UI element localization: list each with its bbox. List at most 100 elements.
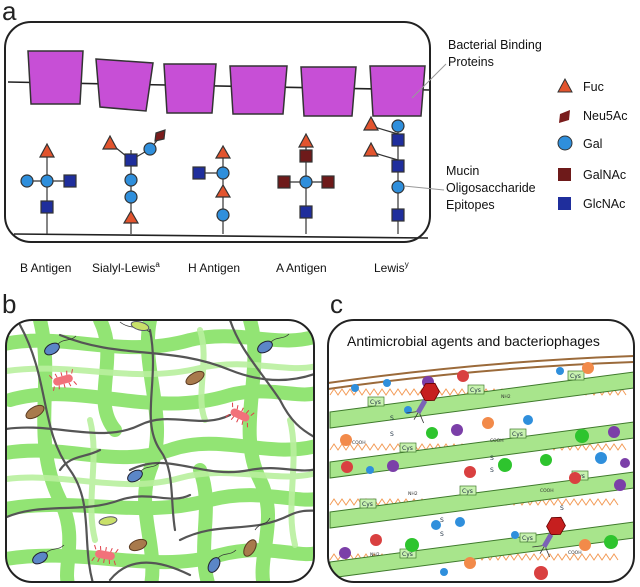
bacterium-icon bbox=[32, 551, 48, 565]
gal-icon bbox=[20, 174, 34, 188]
glcnac-icon bbox=[124, 153, 138, 167]
gal-icon bbox=[124, 190, 138, 204]
fuc-icon bbox=[214, 183, 232, 198]
fuc-icon bbox=[297, 132, 315, 148]
fuc-icon bbox=[38, 142, 56, 158]
panel-b-frame bbox=[5, 319, 315, 583]
antigen-labels: B Antigen Sialyl-Lewisa H Antigen A Anti… bbox=[20, 260, 409, 275]
terminal-groups: NH2 COOH COOH NH2 COOH NH2 COOH bbox=[352, 394, 582, 558]
nh2-label: NH2 bbox=[370, 552, 380, 558]
bacterial-binding-protein-icon bbox=[163, 63, 217, 114]
cooh-label: COOH bbox=[352, 440, 366, 446]
nh2-label: NH2 bbox=[501, 394, 511, 400]
gal-icon bbox=[299, 175, 313, 189]
mucin-network bbox=[6, 320, 314, 582]
glcnac-icon bbox=[391, 159, 405, 173]
gal-icon bbox=[216, 166, 230, 180]
glcnac-icon bbox=[391, 133, 405, 147]
glycans bbox=[20, 115, 405, 234]
glcnac-icon bbox=[299, 205, 313, 219]
glcnac-icon bbox=[192, 166, 206, 180]
glcnac-icon bbox=[558, 197, 571, 210]
glycan-b-antigen bbox=[20, 142, 77, 234]
antigen-label-b: B Antigen bbox=[20, 261, 71, 275]
panel-c-letter: c bbox=[330, 289, 343, 319]
glycan-lewis-y bbox=[362, 115, 405, 234]
gal-icon bbox=[124, 173, 138, 187]
cooh-label: COOH bbox=[568, 550, 582, 556]
fuc-icon bbox=[557, 77, 573, 93]
cys-label: Cys bbox=[402, 445, 413, 452]
fuc-icon bbox=[101, 134, 119, 150]
cys-label: Cys bbox=[402, 551, 413, 558]
cys-label: Cys bbox=[370, 399, 381, 406]
legend-label-gal: Gal bbox=[583, 137, 602, 151]
bacterial-binding-protein-icon bbox=[229, 65, 288, 115]
cys-domains: Cys Cys Cys Cys Cys Cys Cys Cys Cys Cys bbox=[359, 370, 589, 559]
mucin-layer: Cys Cys Cys Cys Cys Cys Cys Cys Cys Cys bbox=[328, 355, 634, 580]
s-label: S bbox=[390, 415, 394, 422]
flagella bbox=[45, 321, 290, 559]
cys-label: Cys bbox=[462, 488, 473, 495]
fuc-icon bbox=[122, 209, 140, 224]
mucin-fibers bbox=[329, 371, 634, 579]
glcnac-icon bbox=[63, 174, 77, 188]
antigen-label-h: H Antigen bbox=[188, 261, 240, 275]
s-label: S bbox=[390, 431, 394, 438]
panel-a: a bbox=[2, 0, 627, 275]
bacterium-icon bbox=[185, 370, 205, 386]
bacteria bbox=[25, 320, 290, 573]
glcnac-icon bbox=[391, 208, 405, 222]
legend-label-glcnac: GlcNAc bbox=[583, 197, 625, 211]
bacterial-binding-protein-icon bbox=[369, 65, 426, 117]
panel-c-title: Antimicrobial agents and bacteriophages bbox=[347, 333, 600, 349]
bacterium-icon bbox=[91, 544, 119, 566]
cys-label: Cys bbox=[522, 535, 533, 542]
monosaccharide-legend: Fuc Neu5Ac Gal GalNAc GlcNAc bbox=[557, 77, 627, 211]
neu5ac-icon bbox=[154, 129, 166, 142]
cys-label: Cys bbox=[570, 373, 581, 380]
bacterium-icon bbox=[44, 342, 60, 356]
antigen-label-sialyl-lewis-a: Sialyl-Lewisa bbox=[92, 260, 160, 275]
callout-line-proteins bbox=[411, 63, 447, 99]
bacterial-binding-proteins bbox=[27, 50, 426, 117]
legend-label-fuc: Fuc bbox=[583, 80, 604, 94]
cys-label: Cys bbox=[362, 501, 373, 508]
s-label: S bbox=[560, 505, 564, 512]
callout-proteins-line2: Proteins bbox=[448, 55, 494, 69]
bacterial-binding-protein-icon bbox=[27, 50, 84, 105]
callout-epitopes-line2: Oligosaccharide bbox=[446, 181, 536, 195]
gal-icon bbox=[143, 142, 157, 156]
gal-icon bbox=[40, 174, 54, 188]
panel-b: b bbox=[2, 289, 315, 583]
cys-label: Cys bbox=[470, 387, 481, 394]
galnac-icon bbox=[277, 175, 291, 189]
antigen-label-a: A Antigen bbox=[276, 261, 327, 275]
cooh-label: COOH bbox=[490, 438, 504, 444]
bacterium-icon bbox=[128, 538, 148, 552]
s-label: S bbox=[440, 531, 444, 538]
bacterial-binding-protein-icon bbox=[300, 66, 357, 117]
bacterium-icon bbox=[25, 404, 45, 420]
bacterium-icon bbox=[207, 557, 221, 573]
gal-icon bbox=[391, 180, 405, 194]
galnac-icon bbox=[558, 168, 571, 181]
cooh-label: COOH bbox=[540, 488, 554, 494]
gal-icon bbox=[557, 135, 573, 151]
panel-b-letter: b bbox=[2, 289, 16, 319]
panel-c-frame bbox=[327, 319, 635, 583]
nh2-label: NH2 bbox=[408, 491, 418, 497]
s-label: S bbox=[490, 455, 494, 462]
bacteriophages bbox=[406, 382, 566, 558]
bacterium-icon bbox=[225, 402, 255, 428]
bacterium-icon bbox=[257, 340, 273, 354]
legend-label-galnac: GalNAc bbox=[583, 168, 626, 182]
callout-epitopes-line1: Mucin bbox=[446, 164, 479, 178]
fuc-icon bbox=[214, 144, 232, 159]
fuc-icon bbox=[362, 115, 380, 131]
cys-label: Cys bbox=[512, 431, 523, 438]
fuc-icon bbox=[362, 141, 380, 157]
callout-proteins-line1: Bacterial Binding bbox=[448, 38, 542, 52]
epithelium-line bbox=[328, 355, 634, 384]
bacteriophage-icon bbox=[406, 382, 440, 424]
